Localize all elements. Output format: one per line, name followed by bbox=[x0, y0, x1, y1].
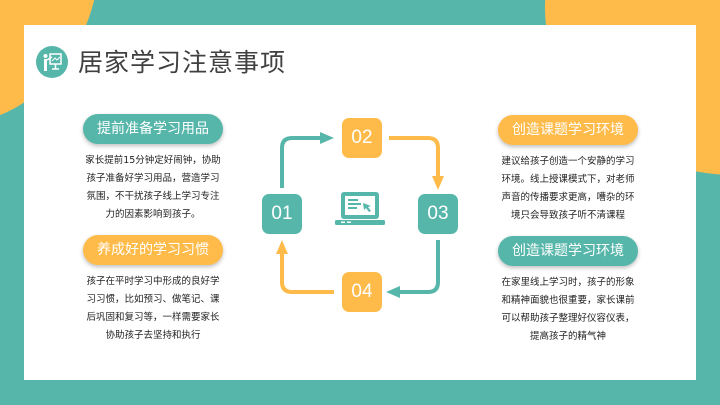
laptop-icon bbox=[333, 190, 387, 230]
section-body-environment-2: 在家里线上学习时，孩子的形象和精神面貌也很重要，家长课前可以帮助孩子整理好仪容仪… bbox=[501, 277, 635, 342]
section-heading-environment-2: 创造课题学习环境 bbox=[498, 236, 638, 266]
step-02: 02 bbox=[342, 118, 382, 158]
section-body-environment-1: 建议给孩子创造一个安静的学习环境。线上授课模式下，对老师声音的传播要求更高，嘈杂… bbox=[501, 156, 635, 221]
teacher-presentation-icon bbox=[36, 46, 68, 78]
section-heading-environment-1: 创造课题学习环境 bbox=[498, 115, 638, 145]
page-title: 居家学习注意事项 bbox=[78, 48, 287, 77]
section-heading-good-habits: 养成好的学习习惯 bbox=[83, 235, 223, 265]
section-body-good-habits: 孩子在平时学习中形成的良好学习习惯，比如预习、做笔记、课后巩固和复习等，一样需要… bbox=[86, 276, 220, 341]
section-heading-prepare-supplies: 提前准备学习用品 bbox=[83, 114, 223, 144]
step-01: 01 bbox=[262, 194, 302, 234]
step-03: 03 bbox=[418, 194, 458, 234]
step-04: 04 bbox=[342, 272, 382, 312]
section-body-prepare-supplies: 家长提前15分钟定好闹钟，协助孩子准备好学习用品，营造学习氛围，不干扰孩子线上学… bbox=[85, 155, 221, 220]
